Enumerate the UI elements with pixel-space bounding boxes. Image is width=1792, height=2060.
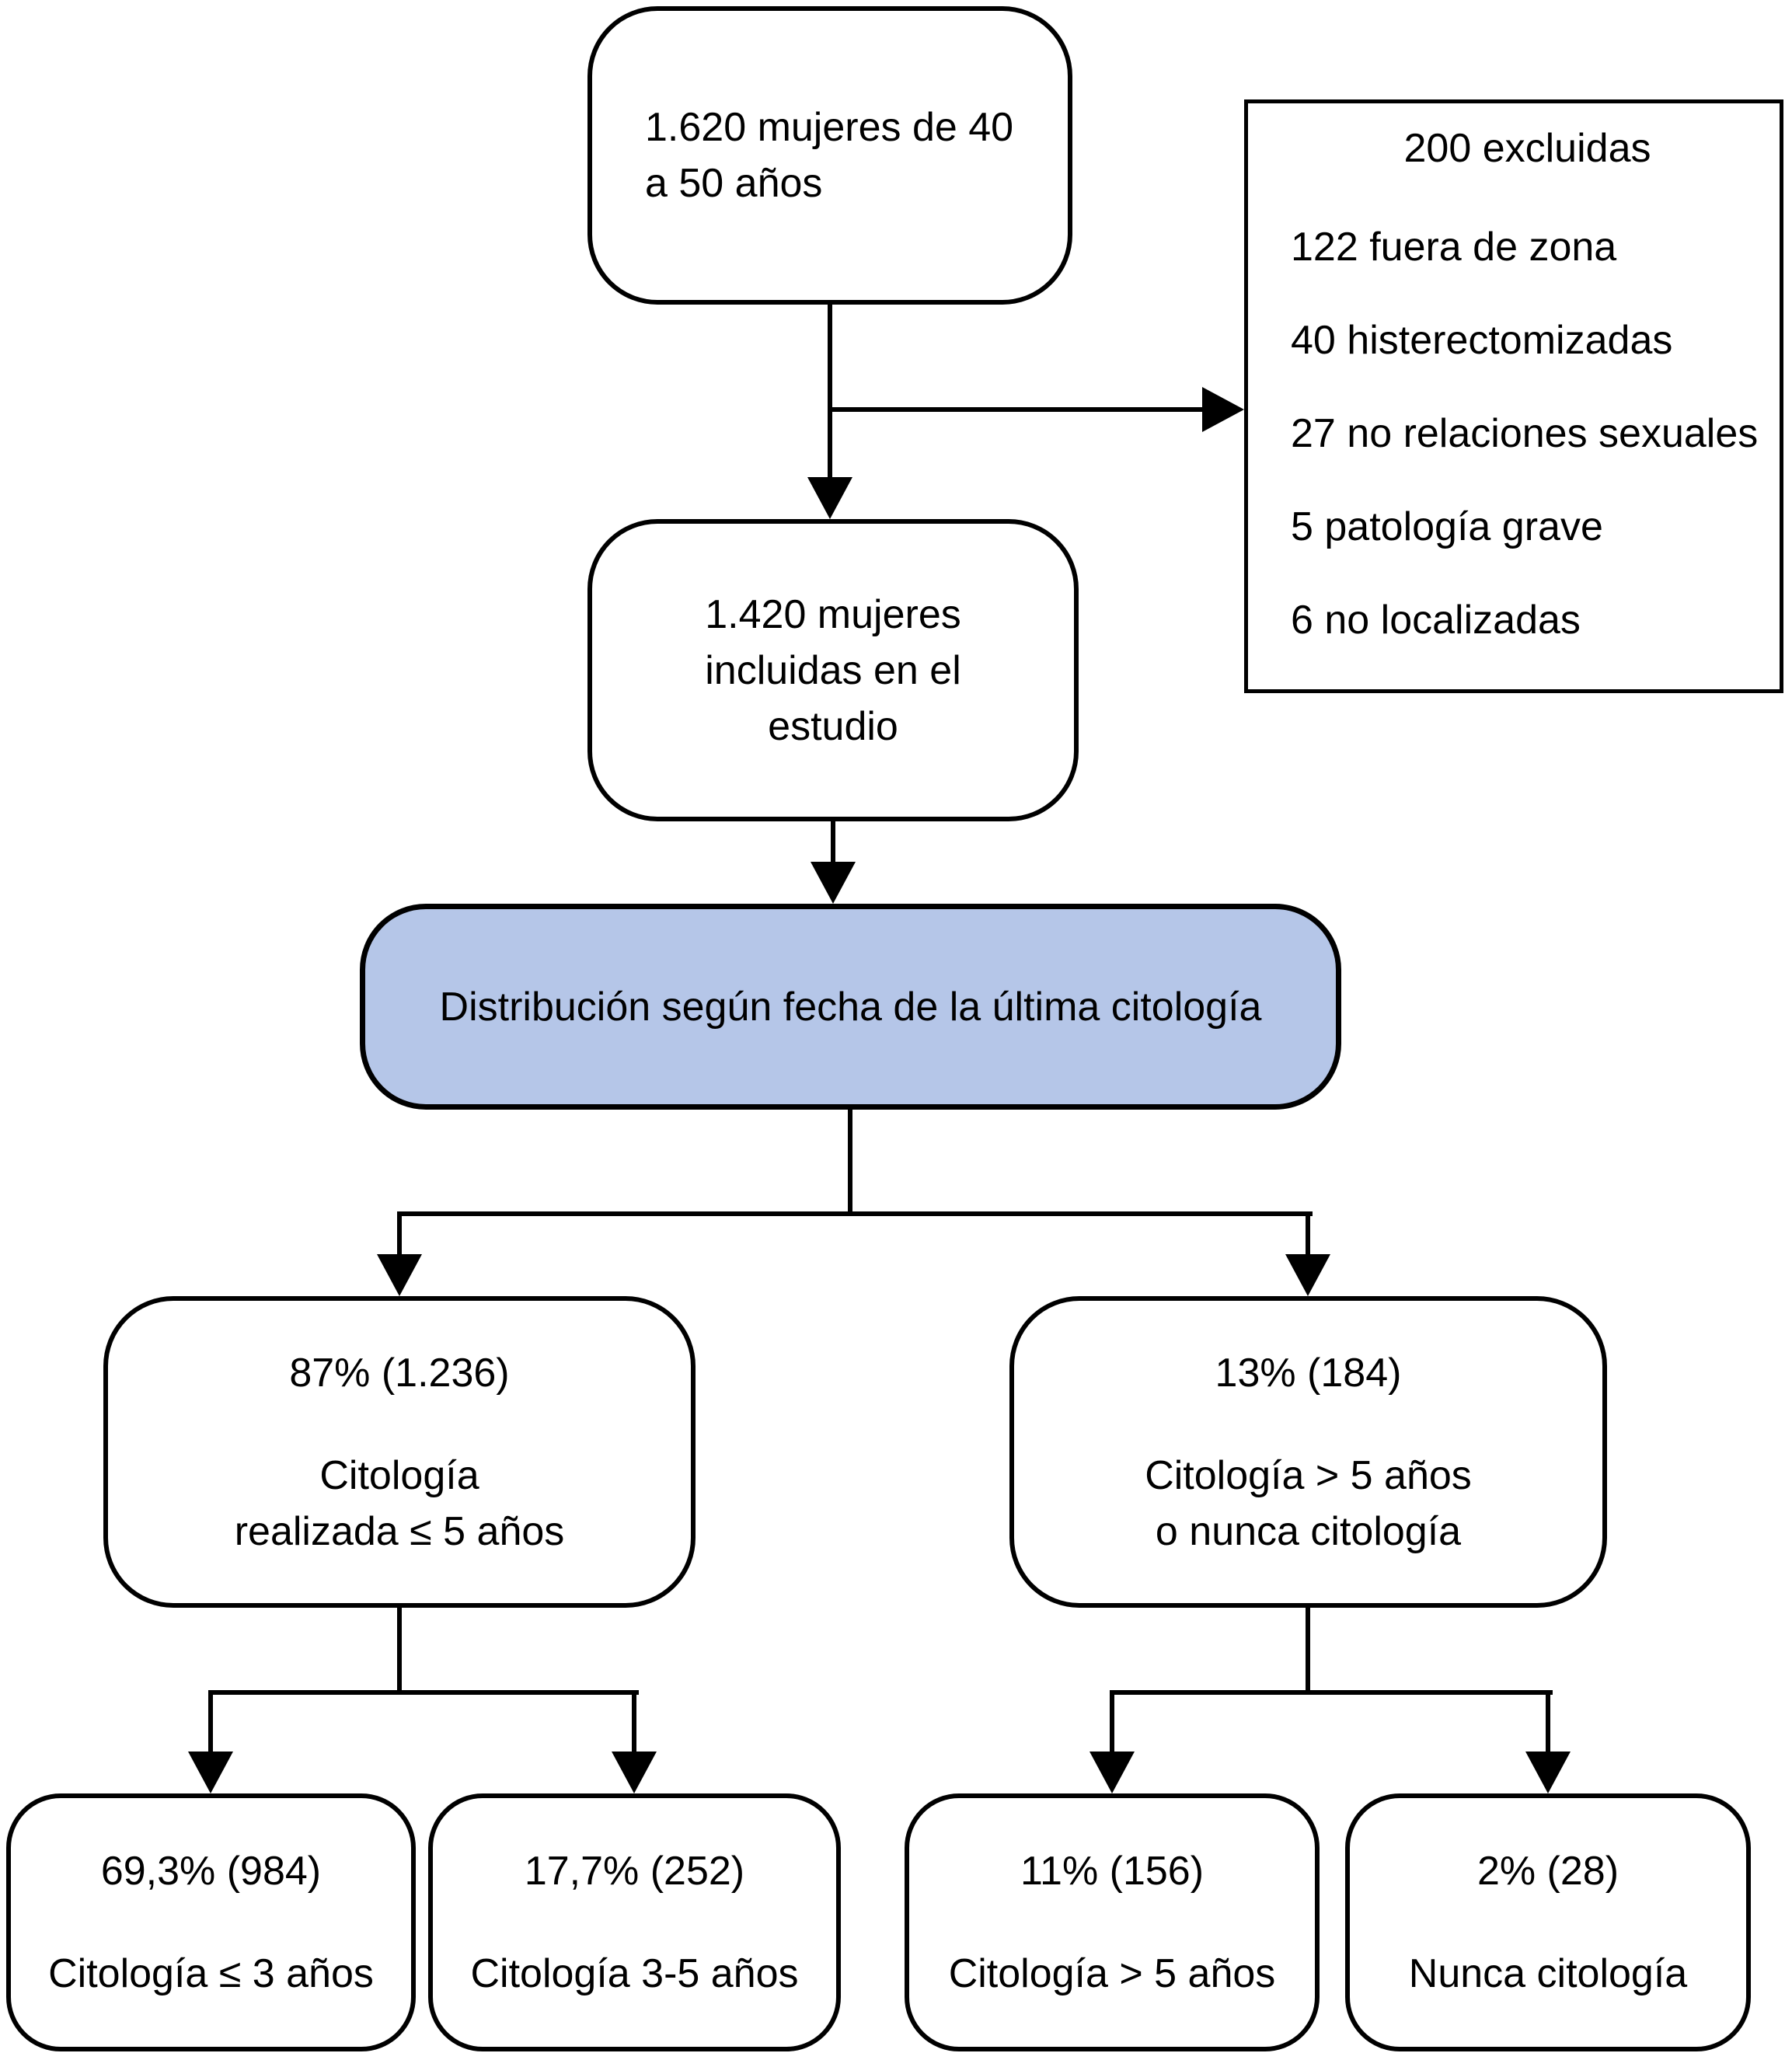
node-cytology-gt5-or-never-value: 13% (184) [1215,1350,1402,1396]
connector-distribution-split-bar [397,1211,1313,1216]
node-included-line1: 1.420 mujeres [705,591,961,637]
node-cytology-le5: 87% (1.236) Citología realizada ≤ 5 años [103,1296,696,1608]
arrowhead-down-icon [811,862,856,904]
node-cytology-gt5: 11% (156) Citología > 5 años [905,1793,1320,2051]
connector-split-to-mid-left [397,1211,402,1257]
node-cytology-gt5-or-never-line2: o nunca citología [1155,1508,1462,1554]
connector-split-to-bottom-2 [632,1690,636,1755]
arrowhead-down-icon [1525,1752,1571,1793]
node-total-women-line1: 1.620 mujeres de 40 [645,105,1014,150]
node-cytology-gt5-or-never-line1: Citología > 5 años [1145,1452,1472,1498]
arrowhead-right-icon [1202,387,1244,432]
arrowhead-down-icon [188,1752,233,1793]
node-cytology-3-5-label: Citología 3-5 años [470,1951,799,1996]
node-total-women: 1.620 mujeres de 40 a 50 años [587,6,1072,305]
connector-top-to-exclusions [830,407,1204,412]
node-included-line2: incluidas en el [705,647,961,693]
connector-mid-right-stem [1306,1608,1310,1695]
connector-split-to-bottom-1 [208,1690,213,1755]
node-never-cytology: 2% (28) Nunca citología [1345,1793,1751,2051]
node-cytology-le5-line1: Citología [319,1452,479,1498]
connector-top-to-included [828,305,832,480]
arrowhead-down-icon [612,1752,657,1793]
exclusion-item-no-sexual-relations: 27 no relaciones sexuales [1291,411,1759,456]
connector-mid-left-stem [397,1608,402,1695]
connector-split-to-mid-right [1306,1211,1310,1257]
arrowhead-down-icon [1089,1752,1135,1793]
node-cytology-gt5-value: 11% (156) [1020,1849,1205,1894]
connector-split-to-bottom-3 [1110,1690,1114,1755]
node-total-women-line2: a 50 años [645,161,823,206]
node-cytology-3-5: 17,7% (252) Citología 3-5 años [428,1793,841,2051]
node-cytology-le5-line2: realizada ≤ 5 años [234,1508,565,1554]
node-cytology-le3-value: 69,3% (984) [100,1849,322,1894]
exclusion-item-severe-pathology: 5 patología grave [1291,504,1603,549]
connector-included-to-distribution [831,821,835,865]
node-cytology-3-5-value: 17,7% (252) [524,1849,745,1894]
exclusion-item-out-of-zone: 122 fuera de zona [1291,225,1617,270]
node-exclusions-title: 200 excluidas [1403,126,1651,171]
node-never-cytology-value: 2% (28) [1476,1849,1619,1894]
connector-distribution-stem [848,1110,852,1216]
node-exclusions-list: 122 fuera de zona 40 histerectomizadas 2… [1291,219,1758,648]
exclusion-item-hysterectomized: 40 histerectomizadas [1291,318,1673,363]
node-exclusions: 200 excluidas 122 fuera de zona 40 histe… [1244,99,1783,693]
node-never-cytology-label: Nunca citología [1408,1951,1688,1996]
arrowhead-down-icon [1285,1254,1330,1296]
node-cytology-le3: 69,3% (984) Citología ≤ 3 años [6,1793,416,2051]
node-distribution: Distribución según fecha de la última ci… [360,904,1341,1110]
connector-mid-left-split-bar [208,1690,639,1695]
node-cytology-le5-value: 87% (1.236) [289,1350,510,1396]
node-included-line3: estudio [768,703,898,749]
node-cytology-gt5-label: Citología > 5 años [948,1951,1276,1996]
node-distribution-label: Distribución según fecha de la última ci… [439,984,1262,1030]
connector-split-to-bottom-4 [1546,1690,1550,1755]
exclusion-item-not-located: 6 no localizadas [1291,598,1581,643]
arrowhead-down-icon [807,477,852,519]
node-included: 1.420 mujeres incluidas en el estudio [587,519,1079,821]
node-cytology-gt5-or-never: 13% (184) Citología > 5 años o nunca cit… [1009,1296,1607,1608]
arrowhead-down-icon [377,1254,422,1296]
node-cytology-le3-label: Citología ≤ 3 años [48,1951,374,1996]
connector-mid-right-split-bar [1110,1690,1553,1695]
